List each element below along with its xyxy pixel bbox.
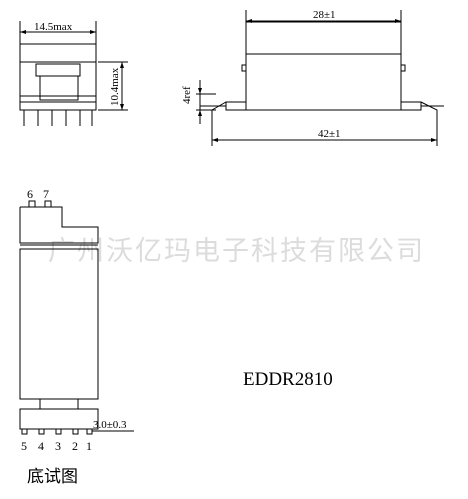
bottom-view-caption: 底试图 <box>27 467 78 487</box>
pin-label-5: 5 <box>21 439 27 453</box>
side-bottom-dim: 42±1 <box>318 128 341 140</box>
bottom-top-flange <box>19 206 99 244</box>
pin-label-2: 2 <box>72 439 78 453</box>
pin-4-pad <box>38 428 45 435</box>
pin-6-pad <box>28 200 36 208</box>
side-tab-right <box>400 64 406 72</box>
pin-label-6: 6 <box>27 187 33 201</box>
part-number: EDDR2810 <box>243 369 333 390</box>
pin-2-pad <box>72 428 79 435</box>
bottom-base <box>19 408 99 430</box>
side-tab-left <box>241 64 247 72</box>
pin-label-7: 7 <box>43 187 49 201</box>
pin-label-3: 3 <box>55 439 61 453</box>
front-core-window <box>39 75 79 101</box>
pin-label-1: 1 <box>86 439 92 453</box>
front-core-top <box>35 63 81 77</box>
side-lower-block <box>245 53 402 111</box>
bottom-body <box>19 248 99 400</box>
front-base <box>19 101 97 111</box>
pin-label-4: 4 <box>38 439 44 453</box>
pin-1-pad <box>86 428 93 435</box>
side-upper-block <box>245 21 402 55</box>
bottom-view: 6 7 3.0±0.3 5 4 3 2 1 底试图 <box>19 187 134 487</box>
side-lead-right <box>400 101 422 111</box>
front-view: 14.5max 10.4max <box>19 21 128 126</box>
side-view: 28±1 4ref 42±1 <box>181 9 444 146</box>
side-ref-dim: 4ref <box>181 86 193 104</box>
front-height-dim: 10.4max <box>109 67 121 106</box>
front-upper-flange <box>19 43 97 63</box>
pin-3-pad <box>55 428 62 435</box>
watermark-text: 广州沃亿玛电子科技有限公司 <box>48 236 425 267</box>
front-width-dim: 14.5max <box>34 21 73 33</box>
side-lead-left <box>225 101 247 111</box>
pin-5-pad <box>21 428 28 435</box>
side-top-dim: 28±1 <box>313 9 336 21</box>
pitch-dim: 3.0±0.3 <box>93 419 127 431</box>
pin-7-pad <box>44 200 52 208</box>
